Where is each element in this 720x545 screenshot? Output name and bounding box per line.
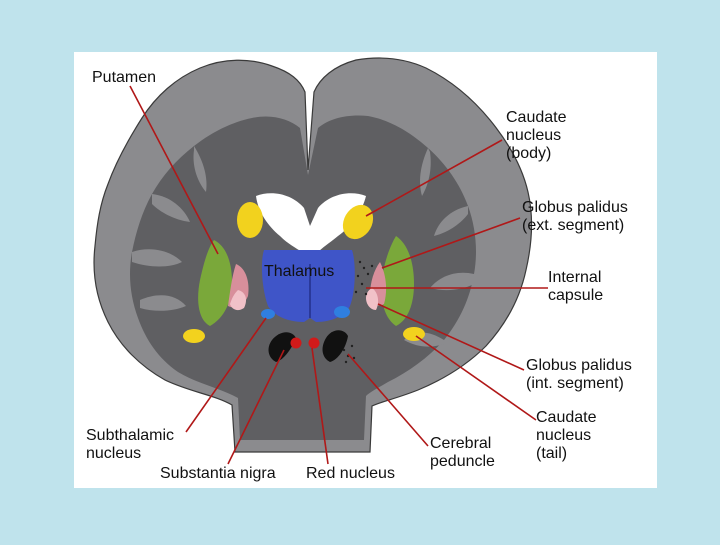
thalamus [261, 250, 355, 322]
label-substantia-nigra: Substantia nigra [160, 465, 276, 482]
subthalamic-nucleus-right [334, 306, 350, 318]
caudate-tail-left [183, 329, 205, 343]
red-nucleus-left [290, 337, 302, 349]
thalamus-label: Thalamus [264, 263, 334, 280]
label-cerebral-peduncle: Cerebral peduncle [430, 435, 496, 470]
label-putamen: Putamen [92, 69, 156, 86]
label-subthalamic-nucleus: Subthalamic nucleus [86, 427, 179, 462]
globus-pallidus-int-right [366, 288, 379, 310]
leader-lines [129, 85, 548, 465]
putamen-left [198, 240, 232, 326]
label-caudate-body: Caudate nucleus (body) [506, 109, 571, 162]
label-globus-pallidus-ext: Globus palidus (ext. segment) [522, 199, 632, 234]
label-red-nucleus: Red nucleus [306, 465, 395, 482]
red-nucleus-right [308, 337, 320, 349]
label-caudate-tail: Caudate nucleus (tail) [536, 409, 601, 462]
caudate-tail-right [403, 327, 425, 341]
lateral-ventricles [256, 193, 366, 252]
substantia-nigra-right [322, 330, 348, 362]
globus-pallidus-int-left [230, 290, 246, 311]
substantia-nigra-left [268, 332, 296, 362]
caudate-body-right [342, 204, 374, 240]
label-globus-pallidus-int: Globus palidus (int. segment) [526, 357, 636, 392]
label-internal-capsule: Internal capsule [548, 269, 606, 304]
caudate-body-left [237, 202, 263, 238]
subthalamic-nucleus-left [261, 309, 275, 319]
